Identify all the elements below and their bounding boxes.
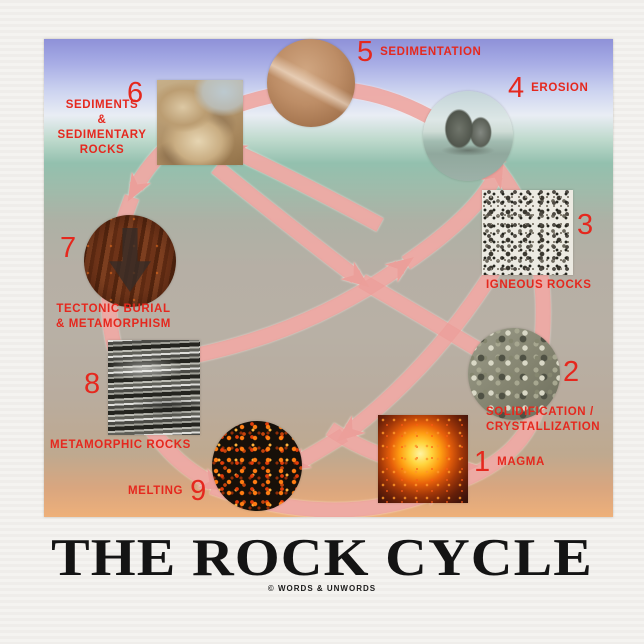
stage-label: MAGMA bbox=[497, 456, 545, 468]
tectonic-burial-photo bbox=[84, 215, 176, 307]
igneous-granite-photo bbox=[482, 190, 573, 275]
stage-melting: MELTING 9 bbox=[128, 477, 206, 506]
stage-number-burial: 7 bbox=[60, 232, 77, 264]
stage-number-metamorphic: 8 bbox=[84, 368, 101, 400]
sand-sediment-photo bbox=[267, 39, 355, 127]
magma-photo bbox=[378, 415, 468, 503]
molten-rock-photo bbox=[212, 421, 302, 511]
stage-number-igneous: 3 bbox=[577, 209, 594, 241]
sedimentary-outcrop-photo bbox=[157, 80, 243, 165]
stage-sedimentation: 5 SEDIMENTATION bbox=[357, 38, 481, 67]
stage-number-sediments: 6 bbox=[127, 77, 144, 109]
stage-label: SEDIMENTATION bbox=[380, 46, 482, 58]
stage-number: 4 bbox=[508, 72, 525, 104]
stage-label-sediments: SEDIMENTS & SEDIMENTARY ROCKS bbox=[57, 99, 147, 156]
stage-label: MELTING bbox=[128, 485, 184, 497]
crystallization-photo bbox=[468, 328, 560, 420]
stage-number: 5 bbox=[357, 36, 374, 68]
stage-label-metamorphic: METAMORPHIC ROCKS bbox=[50, 439, 191, 451]
stage-label-burial: TECTONIC BURIAL & METAMORPHISM bbox=[56, 303, 171, 330]
stage-number-solidification: 2 bbox=[563, 356, 580, 388]
stage-number: 9 bbox=[190, 475, 207, 507]
down-arrow-icon bbox=[109, 228, 151, 292]
sea-stacks-erosion-photo bbox=[423, 91, 513, 181]
poster-title: THE ROCK CYCLE bbox=[51, 529, 593, 587]
metamorphic-gneiss-photo bbox=[108, 340, 200, 435]
stage-magma: 1 MAGMA bbox=[474, 448, 545, 477]
stage-label: EROSION bbox=[531, 82, 589, 94]
stage-erosion: 4 EROSION bbox=[508, 74, 588, 103]
copyright-credit: © WORDS & UNWORDS bbox=[267, 584, 377, 593]
stage-label-solidification: SOLIDIFICATION / CRYSTALLIZATION bbox=[486, 406, 601, 433]
stage-label-igneous: IGNEOUS ROCKS bbox=[486, 279, 592, 291]
stage-number: 1 bbox=[474, 446, 491, 478]
